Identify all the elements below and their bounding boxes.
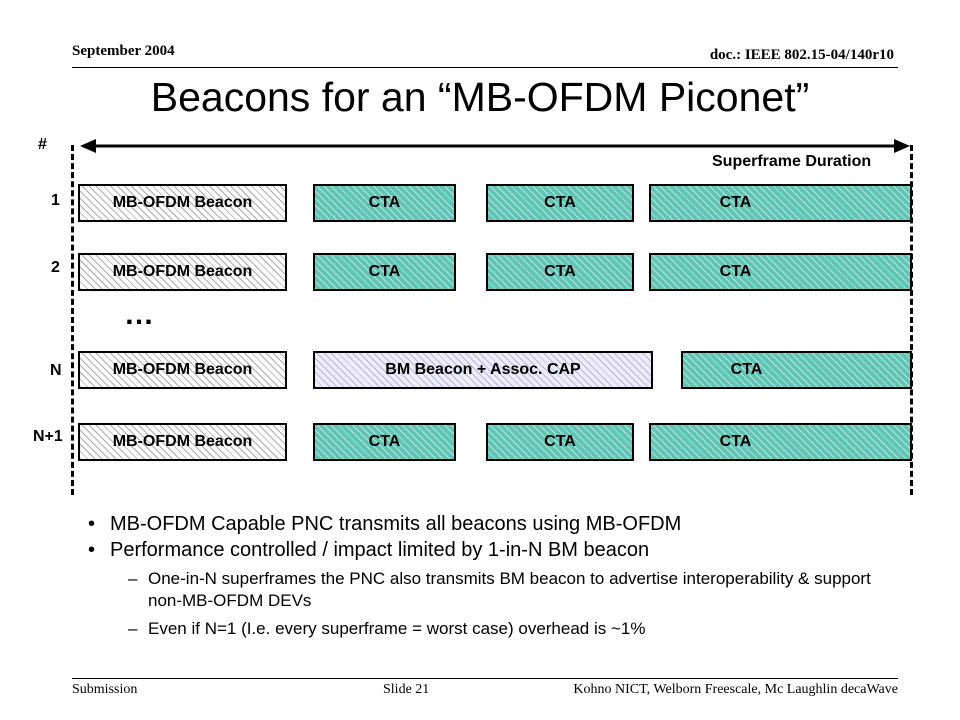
sub-bullet-item: – Even if N=1 (I.e. every superframe = w… [88, 618, 908, 640]
bullet-text: MB-OFDM Capable PNC transmits all beacon… [110, 513, 682, 535]
bullet-text: Performance controlled / impact limited … [110, 539, 650, 561]
row-label-1: 1 [51, 192, 60, 209]
cta-block: CTA [313, 423, 456, 461]
footer-slide-number: Slide 21 [383, 682, 430, 697]
bullet-glyph: • [88, 513, 96, 535]
footer-authors: Kohno NICT, Welborn Freescale, Mc Laughl… [573, 682, 898, 697]
sub-bullet-item: – One-in-N superframes the PNC also tran… [88, 568, 908, 612]
dash-glyph: – [128, 569, 138, 588]
row-label-n-plus-1: N+1 [33, 428, 63, 445]
cta-block: CTA [681, 351, 912, 389]
cta-block: CTA [649, 253, 912, 291]
header-rule [72, 67, 898, 68]
bm-beacon-assoc-cap-block: BM Beacon + Assoc. CAP [313, 351, 653, 389]
footer-rule [72, 678, 898, 679]
footer-submission: Submission [72, 682, 138, 697]
bullet-item: • MB-OFDM Capable PNC transmits all beac… [88, 512, 908, 536]
mb-ofdm-beacon-block: MB-OFDM Beacon [78, 184, 287, 222]
arrow-head-left [80, 139, 96, 153]
ellipsis: … [124, 298, 156, 331]
cta-block: CTA [486, 423, 634, 461]
row-number-header: # [38, 136, 47, 153]
bullet-glyph: • [88, 539, 96, 561]
cta-block: CTA [649, 184, 912, 222]
sub-bullet-text: One-in-N superframes the PNC also transm… [148, 569, 871, 610]
dash-glyph: – [128, 618, 138, 638]
slide-title: Beacons for an “MB-OFDM Piconet” [150, 74, 810, 120]
cta-block: CTA [649, 423, 912, 461]
bullet-list: • MB-OFDM Capable PNC transmits all beac… [88, 512, 908, 639]
bullet-item: • Performance controlled / impact limite… [88, 538, 908, 562]
cta-block: CTA [486, 253, 634, 291]
row-label-n: N [50, 362, 62, 379]
superframe-end-marker [910, 145, 913, 495]
superframe-start-marker [71, 145, 74, 495]
sub-bullet-text: Even if N=1 (I.e. every superframe = wor… [148, 618, 646, 638]
cta-block: CTA [313, 184, 456, 222]
cta-block: CTA [486, 184, 634, 222]
row-label-2: 2 [51, 259, 60, 276]
arrow-head-right [894, 139, 910, 153]
mb-ofdm-beacon-block: MB-OFDM Beacon [78, 423, 287, 461]
superframe-duration-label: Superframe Duration [712, 153, 872, 170]
header-doc-id: doc.: IEEE 802.15-04/140r10 [709, 47, 894, 63]
mb-ofdm-beacon-block: MB-OFDM Beacon [78, 351, 287, 389]
cta-block: CTA [313, 253, 456, 291]
header-date: September 2004 [72, 43, 175, 59]
mb-ofdm-beacon-block: MB-OFDM Beacon [78, 253, 287, 291]
